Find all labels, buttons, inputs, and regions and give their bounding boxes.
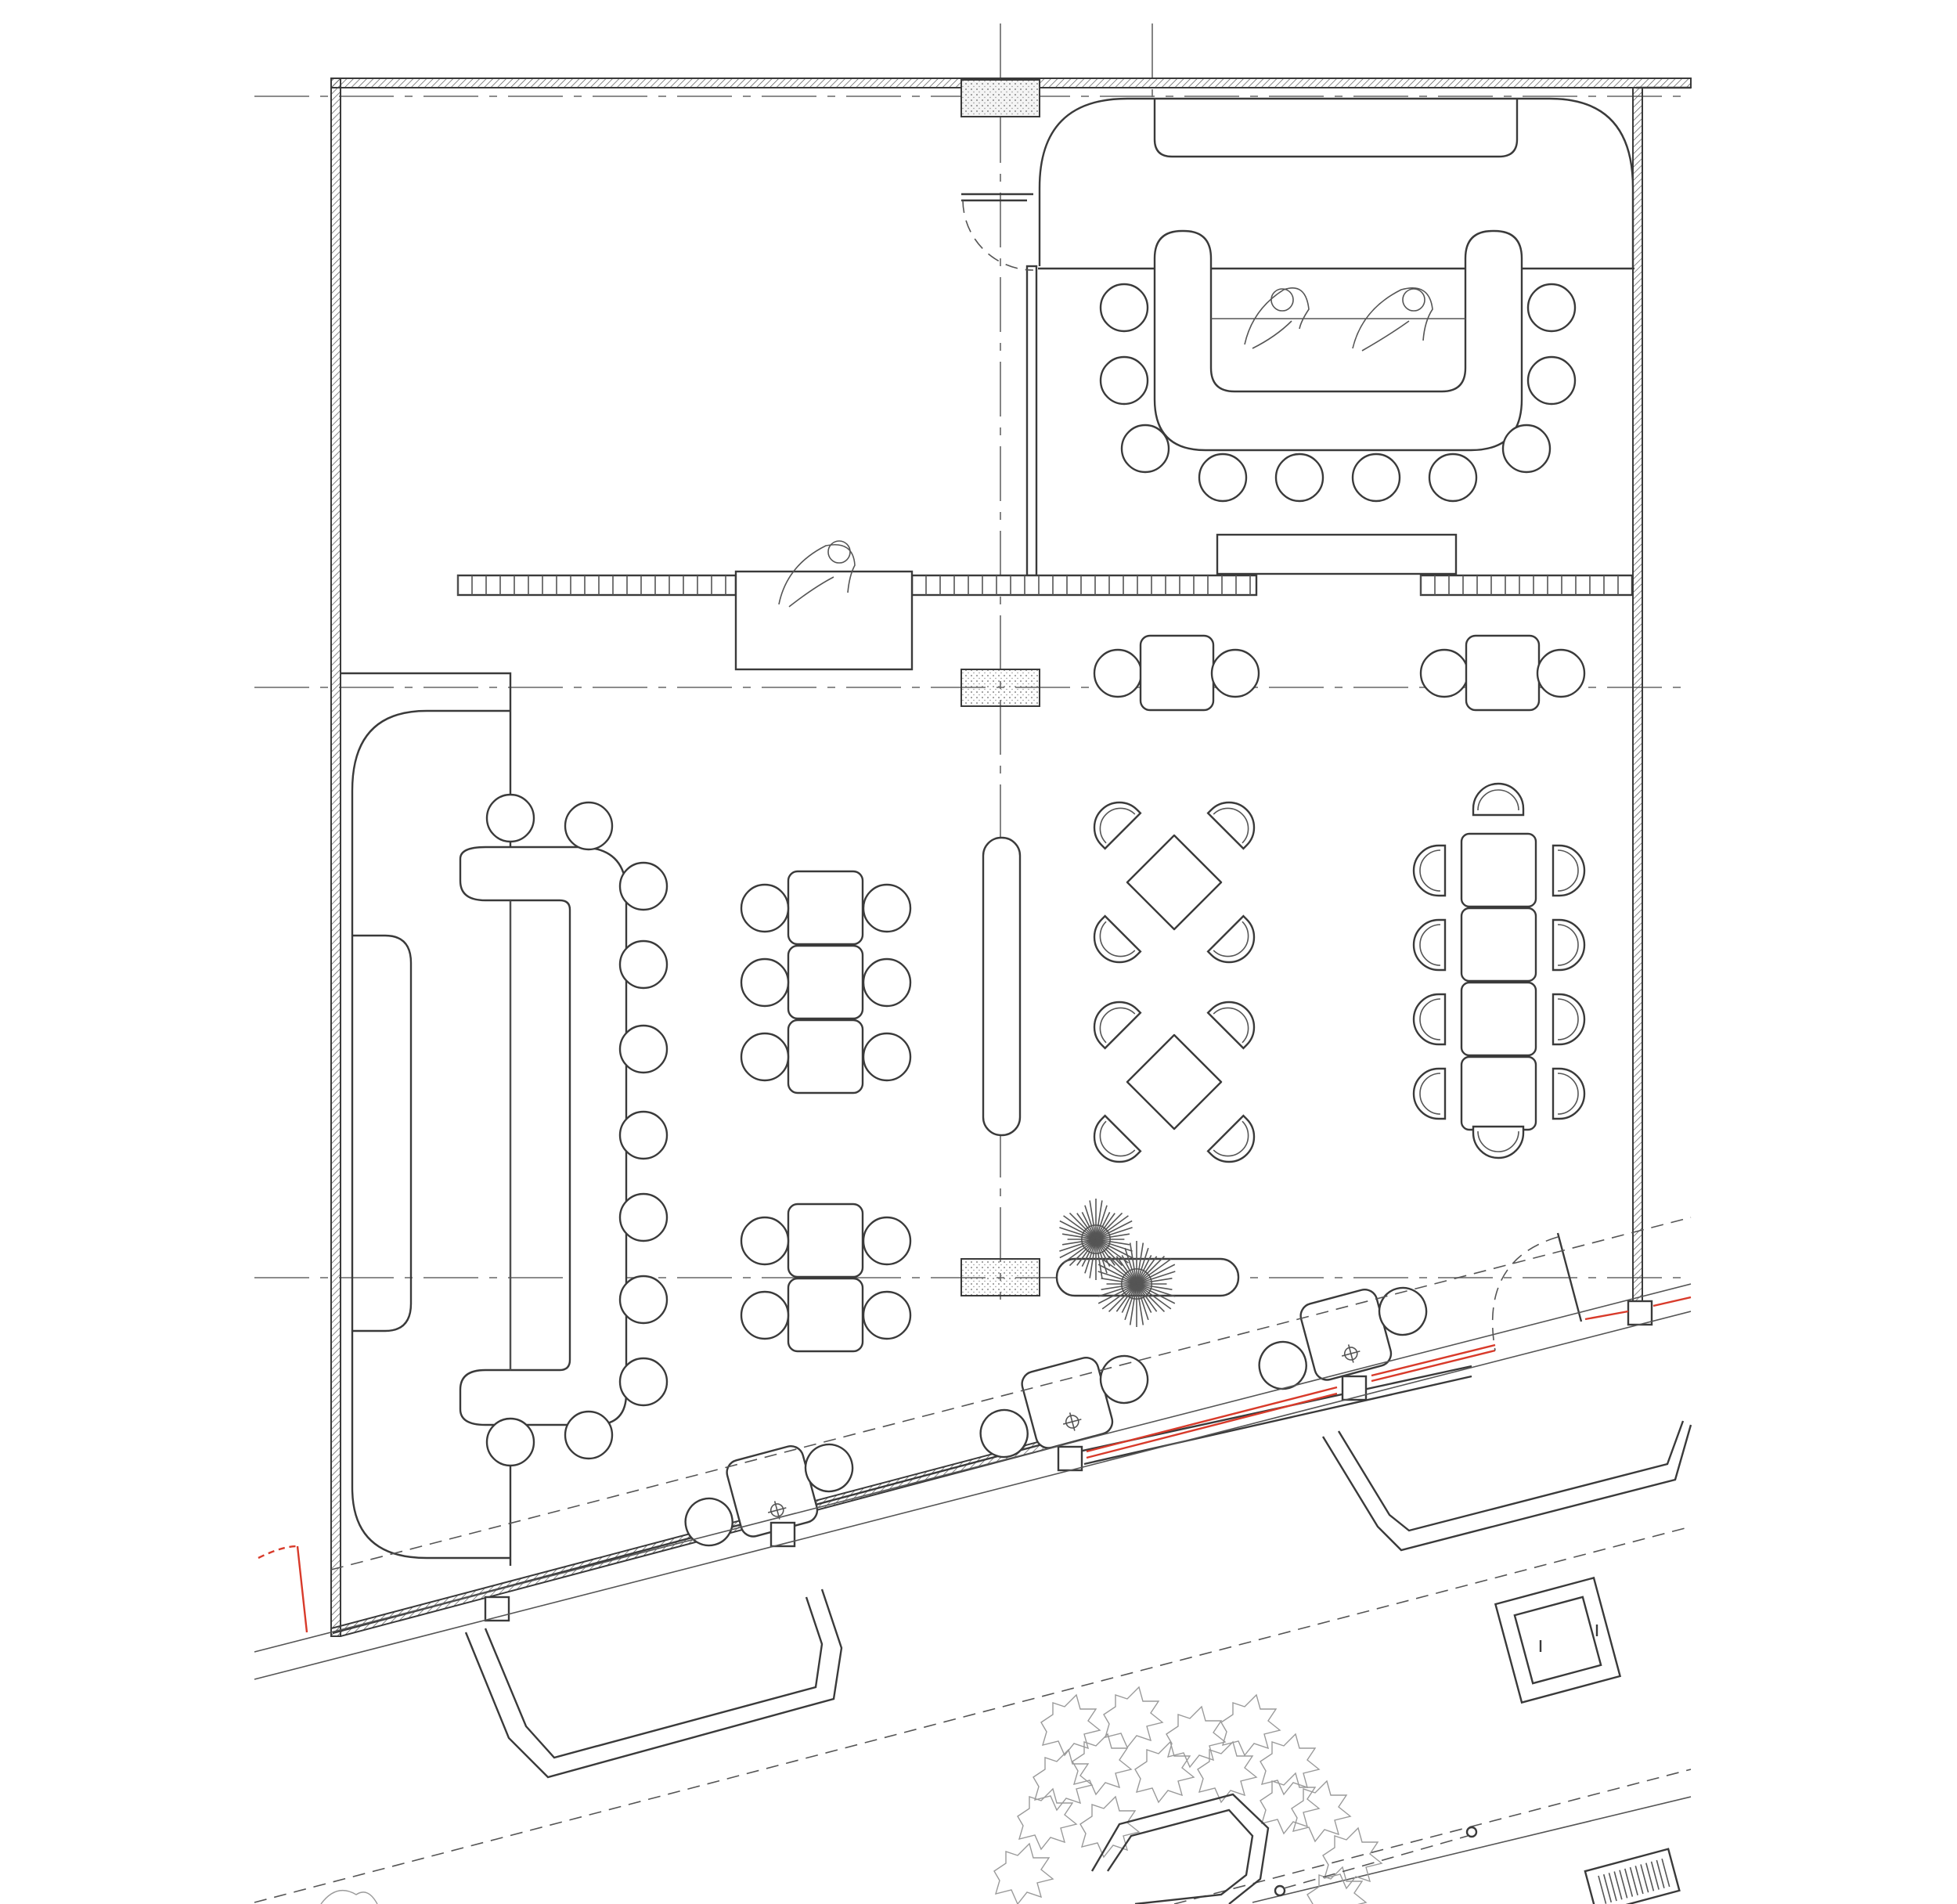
bench-stool (740, 1216, 790, 1266)
chair (1552, 918, 1586, 972)
slat-screen-left (456, 574, 737, 597)
wall-bench (341, 672, 512, 1566)
chair (1552, 1067, 1586, 1120)
chair (1552, 844, 1586, 897)
bench-table-group-2 (740, 1203, 912, 1353)
bar-stool (1099, 355, 1149, 406)
bench-stool (862, 1216, 912, 1266)
back-counter (1216, 533, 1458, 575)
chair (1093, 801, 1142, 850)
chair (1412, 1067, 1447, 1120)
chair (1206, 1001, 1256, 1050)
counter-stool (485, 1417, 535, 1467)
bench-stool (862, 883, 912, 933)
chair (1412, 918, 1447, 972)
service-hatch (734, 570, 914, 671)
counter-stool (618, 1357, 669, 1407)
bar-stool (1351, 453, 1401, 503)
counter-stool (564, 801, 614, 851)
bench-stool (740, 1032, 790, 1082)
bench-table (787, 1019, 864, 1094)
staff-figure-hatch (778, 540, 856, 608)
pair-table-2 (1419, 634, 1586, 712)
chair (1206, 914, 1256, 964)
bench-table-group-1 (740, 870, 912, 1094)
long-table-module (1460, 1055, 1537, 1131)
long-table-module (1460, 832, 1537, 908)
bench-stool (862, 1290, 912, 1340)
bench-stool (740, 883, 790, 933)
entry-door (1492, 1232, 1583, 1351)
bench-table (787, 870, 864, 946)
counter-stool (564, 1410, 614, 1460)
slat-screen-right (1419, 574, 1634, 597)
counter-stool (618, 1275, 669, 1325)
bench-stool (740, 1290, 790, 1340)
bench-table (787, 1203, 864, 1278)
counter-stool (618, 1024, 669, 1074)
glazing-red (258, 1296, 1692, 1633)
u-counter-left (459, 846, 628, 1426)
hex-planter (1090, 1793, 1270, 1904)
diamond-table (1126, 1033, 1223, 1130)
utility-box (1494, 1576, 1622, 1704)
bar-stool (1120, 424, 1170, 474)
bollards (1274, 1826, 1478, 1897)
long-table (1412, 782, 1586, 1159)
bench-table (787, 944, 864, 1020)
long-table-module (1460, 981, 1537, 1057)
exterior-lines (254, 1217, 1692, 1904)
bench-stool (740, 957, 790, 1008)
exterior-vegetation (320, 1686, 1383, 1904)
structural-columns (960, 79, 1040, 1296)
bar-stools (1099, 283, 1577, 503)
chair (1472, 1125, 1525, 1159)
diamond-table (1126, 834, 1223, 931)
plant-1 (1059, 1199, 1133, 1280)
exterior-planters (464, 1420, 1692, 1779)
bar-stool (1526, 355, 1577, 406)
bar-stool (1526, 283, 1577, 333)
diamond-table-1 (1093, 801, 1256, 964)
bartender-figure-2 (1352, 287, 1433, 352)
counter-stools (485, 793, 669, 1467)
bar-stool (1501, 424, 1552, 474)
slat-screen-middle (910, 574, 1258, 597)
counter-stool (618, 1192, 669, 1242)
bench-stool (862, 1032, 912, 1082)
interior-partitions (961, 97, 1634, 577)
u-shaped-bar (1153, 229, 1523, 452)
bar-stool (1274, 453, 1324, 503)
counter-stool (618, 1110, 669, 1160)
chair (1093, 914, 1142, 964)
chair (1093, 1114, 1142, 1163)
narrow-high-table (982, 836, 1022, 1137)
chair (1206, 1114, 1256, 1163)
chair (1206, 801, 1256, 850)
bench-stool (862, 957, 912, 1008)
pair-table-1 (1093, 634, 1260, 712)
counter-stool (618, 861, 669, 911)
facade-pilasters (484, 1300, 1653, 1622)
plant-2 (1097, 1241, 1176, 1327)
chair (1552, 993, 1586, 1046)
bar-stool (1428, 453, 1478, 503)
drain-grate (1584, 1848, 1681, 1904)
counter-stool (485, 793, 535, 843)
chair (1093, 1001, 1142, 1050)
chair (1472, 782, 1525, 817)
chair (1412, 844, 1447, 897)
diamond-table-2 (1093, 1001, 1256, 1163)
chair (1412, 993, 1447, 1046)
counter-stool (618, 939, 669, 990)
long-table-module (1460, 907, 1537, 983)
bench-table (787, 1277, 864, 1353)
bar-stool (1099, 283, 1149, 333)
bartender-figure-1 (1244, 287, 1310, 349)
bar-stool (1198, 453, 1248, 503)
